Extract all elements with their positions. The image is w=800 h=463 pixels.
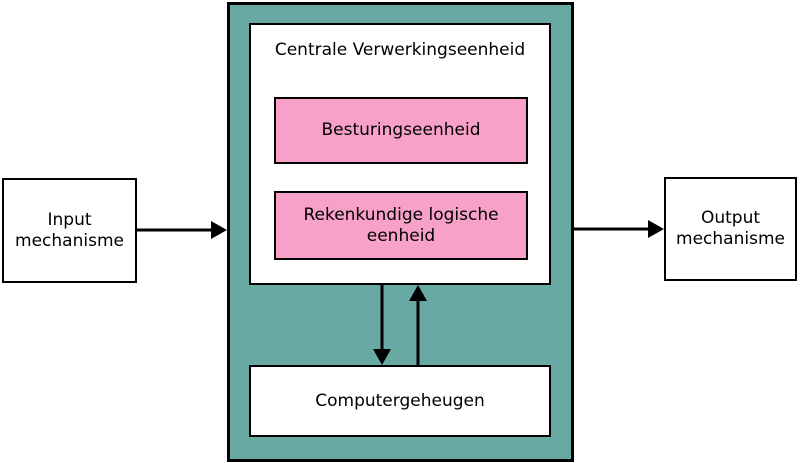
control-unit-box: Besturingseenheid	[274, 97, 528, 164]
control-unit-label: Besturingseenheid	[321, 120, 481, 140]
output-box: Output mechanisme	[664, 177, 797, 281]
input-to-cpu-arrow	[137, 221, 227, 239]
cpu-to-memory-arrow	[373, 285, 391, 365]
alu-label: Rekenkundige logische eenheid	[303, 204, 499, 246]
memory-to-cpu-arrow	[409, 285, 427, 365]
cpu-title: Centrale Verwerkingseenheid	[274, 40, 526, 60]
memory-box: Computergeheugen	[249, 365, 551, 437]
input-label: Input mechanisme	[15, 209, 124, 251]
alu-box: Rekenkundige logische eenheid	[274, 191, 528, 260]
memory-label: Computergeheugen	[315, 390, 485, 411]
input-box: Input mechanisme	[2, 178, 137, 283]
output-label: Output mechanisme	[676, 208, 785, 249]
cpu-to-output-arrow	[574, 220, 664, 238]
